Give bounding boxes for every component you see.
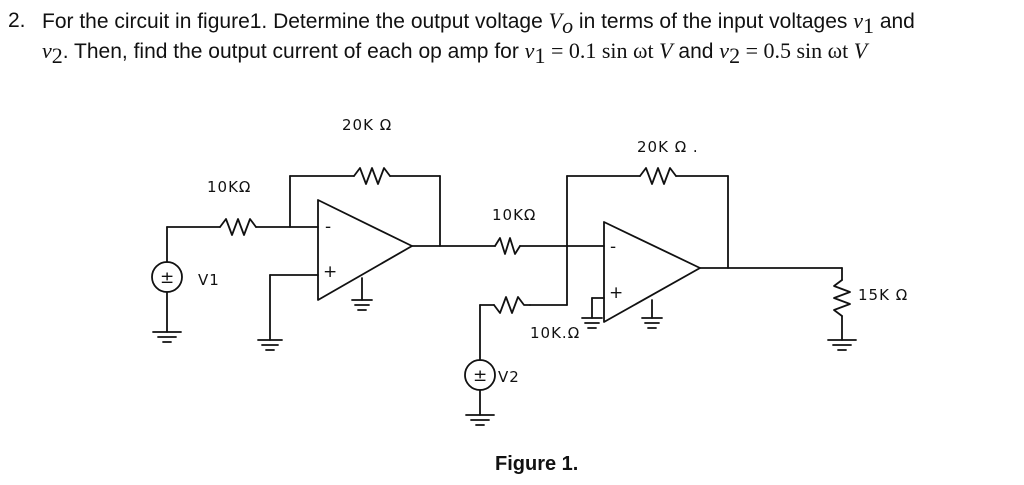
op2-minus-sign: - (610, 237, 617, 257)
label-r-feedback-1: 20K Ω (342, 116, 392, 134)
ground-symbol-op2-plus (581, 317, 603, 329)
ground-symbol-op2-supply (641, 317, 663, 329)
label-r-mid: 10KΩ (492, 206, 536, 224)
op-amp-2 (603, 221, 701, 323)
ground-symbol-v2 (465, 414, 495, 426)
resistor-load-15k (833, 279, 851, 317)
ground-symbol-op1-supply (351, 299, 373, 311)
problem-line-2: v2. Then, find the output current of eac… (42, 38, 868, 69)
label-r-v2: 10K.Ω (530, 324, 580, 342)
ground-symbol-op1-plus (257, 339, 283, 351)
label-r-input-1: 10KΩ (207, 178, 251, 196)
op2-plus-sign: + (609, 283, 624, 303)
label-source-v1: V1 (198, 271, 220, 289)
resistor-input-10k (219, 218, 257, 236)
op1-minus-sign: - (325, 217, 332, 237)
problem-line-1: For the circuit in figure1. Determine th… (42, 8, 915, 39)
resistor-mid-10k (494, 237, 521, 255)
ground-symbol-load (827, 339, 857, 351)
resistor-feedback-20k-1 (353, 167, 391, 185)
op-amp-1 (317, 199, 413, 301)
ground-symbol-v1 (152, 331, 182, 343)
resistor-feedback-20k-2 (639, 167, 677, 185)
source-v2-polarity: ± (473, 366, 488, 386)
figure-caption: Figure 1. (495, 453, 579, 475)
problem-number: 2. (8, 9, 26, 32)
label-source-v2: V2 (498, 368, 520, 386)
resistor-v2-10k (493, 296, 531, 314)
label-r-load: 15K Ω (858, 286, 908, 304)
source-v1-polarity: ± (160, 268, 175, 288)
op1-plus-sign: + (323, 262, 338, 282)
label-r-feedback-2: 20K Ω . (637, 138, 699, 156)
voltage-source-v1 (151, 226, 183, 333)
